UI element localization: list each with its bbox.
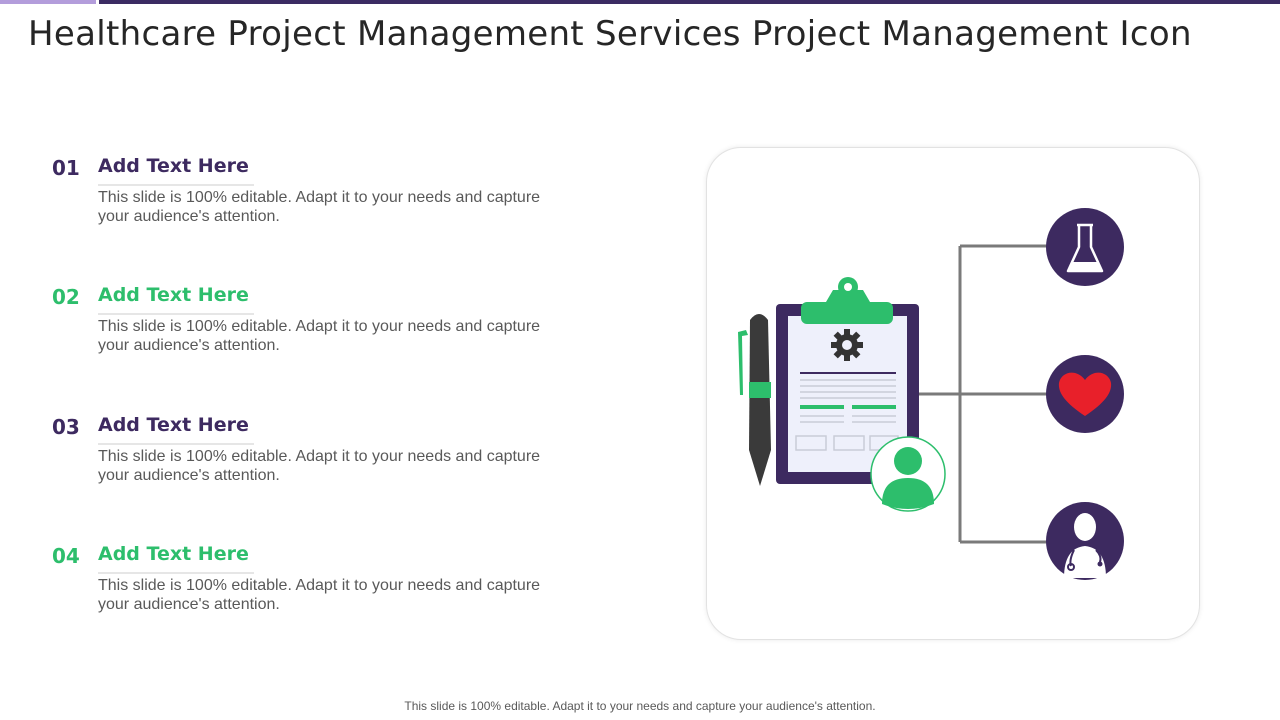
item-description[interactable]: This slide is 100% editable. Adapt it to… — [98, 189, 541, 225]
item-heading[interactable]: Add Text Here — [98, 284, 249, 306]
item-description[interactable]: This slide is 100% editable. Adapt it to… — [98, 577, 541, 613]
heart-icon — [1046, 355, 1124, 433]
item-number: 04 — [52, 544, 80, 568]
doctor-icon — [1046, 502, 1124, 580]
item-number: 03 — [52, 415, 80, 439]
item-heading[interactable]: Add Text Here — [98, 414, 249, 436]
list-item-03: 03 Add Text Here This slide is 100% edit… — [50, 414, 570, 505]
item-description[interactable]: This slide is 100% editable. Adapt it to… — [98, 318, 541, 354]
list-item-01: 01 Add Text Here This slide is 100% edit… — [50, 155, 570, 246]
heading-underline — [98, 443, 254, 445]
list-item-02: 02 Add Text Here This slide is 100% edit… — [50, 284, 570, 375]
list-item-04: 04 Add Text Here This slide is 100% edit… — [50, 543, 570, 634]
connector-lines — [918, 244, 1048, 544]
top-accent-bar — [0, 0, 1280, 4]
heading-underline — [98, 572, 254, 574]
pen-icon — [738, 314, 771, 486]
flask-icon — [1046, 208, 1124, 286]
top-accent-bar-dark — [99, 0, 1280, 4]
item-heading[interactable]: Add Text Here — [98, 543, 249, 565]
top-accent-bar-light — [0, 0, 96, 4]
slide-title[interactable]: Healthcare Project Management Services P… — [28, 14, 1192, 54]
item-number: 01 — [52, 156, 80, 180]
footer-note[interactable]: This slide is 100% editable. Adapt it to… — [404, 699, 876, 713]
heading-underline — [98, 184, 254, 186]
item-number: 02 — [52, 285, 80, 309]
heading-underline — [98, 313, 254, 315]
item-heading[interactable]: Add Text Here — [98, 155, 249, 177]
item-description[interactable]: This slide is 100% editable. Adapt it to… — [98, 448, 541, 484]
user-avatar-icon — [870, 436, 946, 512]
gear-icon — [831, 329, 863, 361]
